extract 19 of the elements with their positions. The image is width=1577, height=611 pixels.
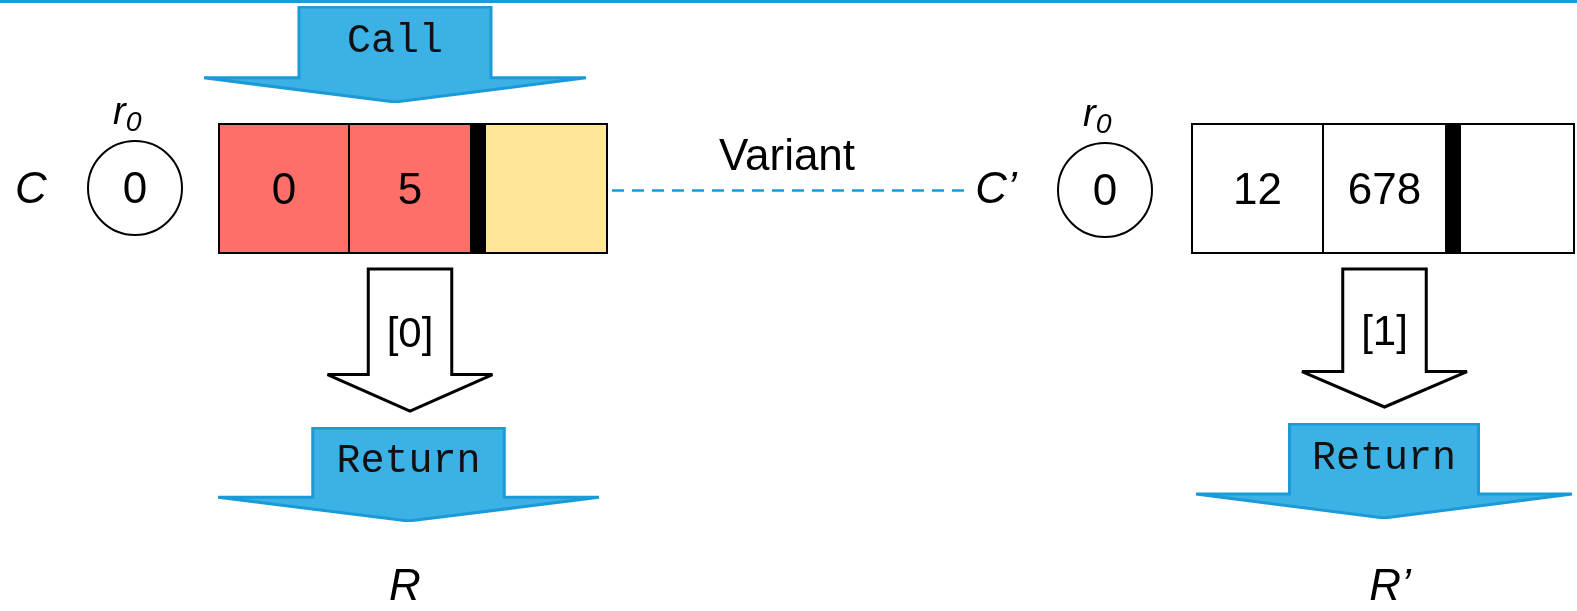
variable-label: C xyxy=(8,160,54,216)
memory-cell xyxy=(470,123,608,254)
variable-label: C’ xyxy=(966,160,1026,216)
arrow-label: Return xyxy=(1312,438,1456,479)
block-arrow xyxy=(217,427,600,522)
memory-cell: 5 xyxy=(348,123,472,254)
arrow-label: Call xyxy=(347,21,443,62)
register-label: r$_{0}$ xyxy=(1083,94,1112,132)
memory-cell xyxy=(1445,123,1575,254)
variable-label: R xyxy=(380,560,430,610)
register-label: r$_{0}$ xyxy=(113,92,142,130)
memory-cell: 678 xyxy=(1322,123,1447,254)
arrow-label: Return xyxy=(336,442,481,483)
block-arrow xyxy=(326,267,494,413)
memory-cell: 12 xyxy=(1191,123,1324,254)
block-arrow xyxy=(203,6,587,103)
variable-label: R’ xyxy=(1362,560,1418,610)
memory-cell: 0 xyxy=(218,123,350,254)
block-arrow xyxy=(1195,423,1573,519)
